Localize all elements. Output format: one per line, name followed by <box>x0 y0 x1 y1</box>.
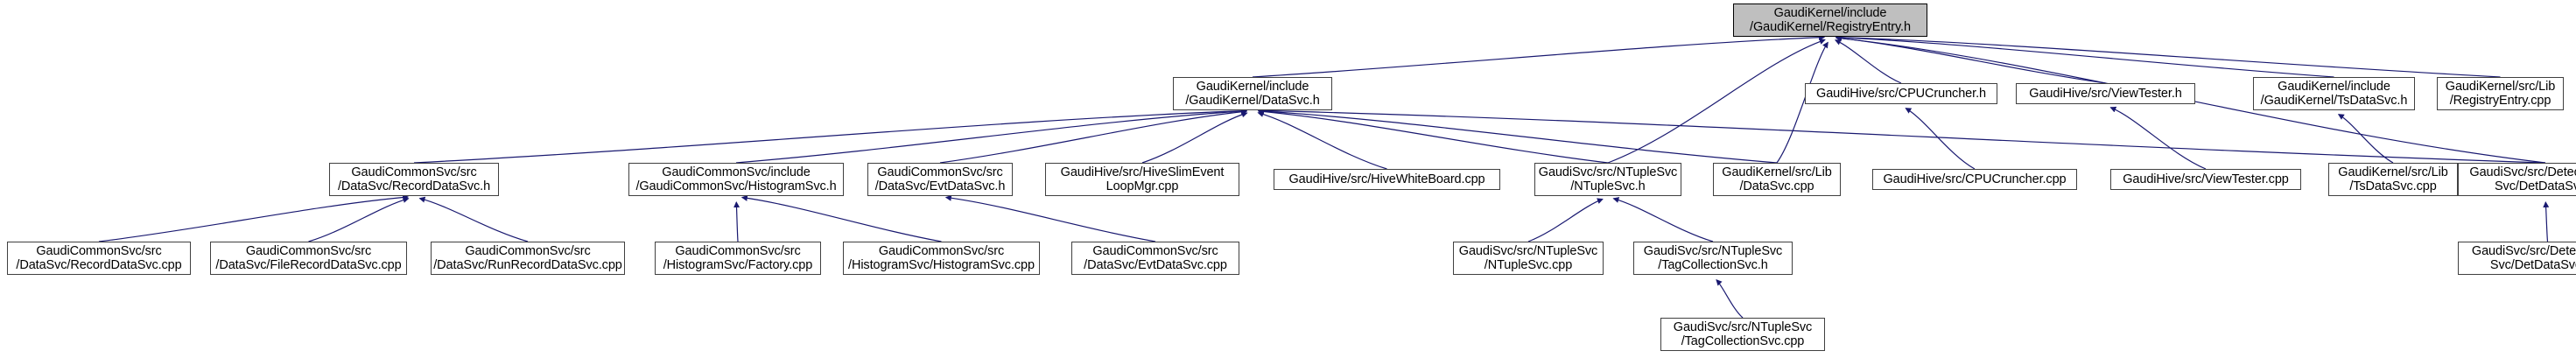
graph-node-label: GaudiKernel/include /GaudiKernel/TsDataS… <box>2260 80 2408 108</box>
graph-node-label: GaudiHive/src/CPUCruncher.h <box>1816 87 1986 101</box>
graph-node[interactable]: GaudiKernel/include /GaudiKernel/TsDataS… <box>2253 77 2415 110</box>
graph-node[interactable]: GaudiKernel/src/Lib /RegistryEntry.cpp <box>2437 77 2564 110</box>
graph-node-label: GaudiHive/src/ViewTester.h <box>2029 87 2182 101</box>
graph-node-label: GaudiCommonSvc/src /DataSvc/EvtDataSvc.c… <box>1084 244 1227 272</box>
graph-node[interactable]: GaudiCommonSvc/src /DataSvc/RunRecordDat… <box>431 242 625 275</box>
graph-node[interactable]: GaudiHive/src/ViewTester.h <box>2016 83 2195 104</box>
graph-node[interactable]: GaudiKernel/src/Lib /TsDataSvc.cpp <box>2328 163 2458 196</box>
graph-node[interactable]: GaudiHive/src/CPUCruncher.h <box>1805 83 1997 104</box>
graph-node-label: GaudiSvc/src/DetectorData Svc/DetDataSvc… <box>2469 165 2576 193</box>
graph-node-label: GaudiHive/src/HiveSlimEvent LoopMgr.cpp <box>1060 165 1225 193</box>
graph-node[interactable]: GaudiKernel/src/Lib /DataSvc.cpp <box>1713 163 1841 196</box>
graph-edge <box>2543 200 2550 242</box>
graph-edge <box>308 197 410 242</box>
graph-node-label: GaudiSvc/src/NTupleSvc /NTupleSvc.cpp <box>1458 244 1598 272</box>
graph-node-label: GaudiHive/src/HiveWhiteBoard.cpp <box>1288 172 1485 186</box>
graph-node-label: GaudiHive/src/CPUCruncher.cpp <box>1883 172 2067 186</box>
graph-edge <box>1252 34 1826 78</box>
graph-node[interactable]: GaudiHive/src/HiveWhiteBoard.cpp <box>1274 169 1500 190</box>
graph-edge <box>939 109 1248 164</box>
graph-node[interactable]: GaudiSvc/src/NTupleSvc /NTupleSvc.cpp <box>1453 242 1604 275</box>
graph-edge <box>741 194 942 242</box>
graph-node[interactable]: GaudiHive/src/ViewTester.cpp <box>2110 169 2301 190</box>
graph-node-label: GaudiCommonSvc/src /HistogramSvc/Histogr… <box>848 244 1035 272</box>
graph-edge <box>1716 279 1744 319</box>
graph-edge <box>944 194 1156 242</box>
graph-edge <box>1257 107 2546 164</box>
graph-edge <box>413 108 1248 164</box>
graph-node[interactable]: GaudiSvc/src/DetectorData Svc/DetDataSvc… <box>2458 242 2576 275</box>
graph-edge <box>1835 34 2501 78</box>
graph-node[interactable]: GaudiSvc/src/NTupleSvc /TagCollectionSvc… <box>1633 242 1793 275</box>
graph-node-label: GaudiSvc/src/NTupleSvc /TagCollectionSvc… <box>1643 244 1783 272</box>
graph-node-label: GaudiCommonSvc/src /DataSvc/EvtDataSvc.h <box>874 165 1006 193</box>
graph-edge <box>1834 39 1902 84</box>
graph-node-label: GaudiCommonSvc/src /DataSvc/RecordDataSv… <box>337 165 491 193</box>
graph-node[interactable]: GaudiCommonSvc/src /HistogramSvc/Factory… <box>655 242 821 275</box>
graph-node[interactable]: GaudiSvc/src/DetectorData Svc/DetDataSvc… <box>2458 163 2576 196</box>
graph-edge <box>1905 108 1976 170</box>
graph-edge <box>1141 111 1248 164</box>
graph-node[interactable]: GaudiSvc/src/NTupleSvc /TagCollectionSvc… <box>1660 318 1825 351</box>
graph-node-label: GaudiCommonSvc/src /HistogramSvc/Factory… <box>663 244 813 272</box>
graph-edge <box>418 196 529 242</box>
graph-edge <box>1607 39 1826 164</box>
graph-node[interactable]: GaudiCommonSvc/src /DataSvc/EvtDataSvc.c… <box>1071 242 1239 275</box>
graph-edge <box>1527 198 1604 242</box>
graph-edge <box>2109 106 2207 170</box>
graph-node[interactable]: GaudiCommonSvc/src /DataSvc/RecordDataSv… <box>329 163 499 196</box>
graph-node[interactable]: GaudiCommonSvc/src /DataSvc/RecordDataSv… <box>7 242 191 275</box>
graph-edge <box>1257 111 1387 170</box>
graph-node-label: GaudiHive/src/ViewTester.cpp <box>2123 172 2289 186</box>
graph-edge <box>1257 108 1778 164</box>
graph-node-label: GaudiSvc/src/NTupleSvc /NTupleSvc.h <box>1538 165 1678 193</box>
graph-node-label: GaudiKernel/include /GaudiKernel/Registr… <box>1750 6 1911 34</box>
graph-node-label: GaudiSvc/src/DetectorData Svc/DetDataSvc… <box>2471 244 2576 272</box>
graph-node[interactable]: GaudiCommonSvc/include /GaudiCommonSvc/H… <box>628 163 844 196</box>
graph-node-label: GaudiKernel/src/Lib /DataSvc.cpp <box>1722 165 1832 193</box>
graph-edge <box>1835 35 2106 84</box>
graph-node[interactable]: GaudiCommonSvc/src /HistogramSvc/Histogr… <box>843 242 1040 275</box>
graph-edge <box>1835 34 2334 78</box>
graph-node-label: GaudiKernel/include /GaudiKernel/DataSvc… <box>1185 80 1320 108</box>
graph-edge <box>735 108 1248 164</box>
graph-edge <box>98 194 410 242</box>
graph-node-label: GaudiCommonSvc/src /DataSvc/FileRecordDa… <box>215 244 402 272</box>
graph-node[interactable]: GaudiHive/src/HiveSlimEvent LoopMgr.cpp <box>1045 163 1239 196</box>
graph-node[interactable]: GaudiHive/src/CPUCruncher.cpp <box>1872 169 2077 190</box>
graph-node[interactable]: GaudiSvc/src/NTupleSvc /NTupleSvc.h <box>1534 163 1681 196</box>
graph-node-label: GaudiCommonSvc/src /DataSvc/RecordDataSv… <box>16 244 182 272</box>
graph-edge <box>2337 114 2394 164</box>
graph-node-label: GaudiCommonSvc/src /DataSvc/RunRecordDat… <box>433 244 622 272</box>
graph-node-label: GaudiSvc/src/NTupleSvc /TagCollectionSvc… <box>1673 320 1813 348</box>
graph-edge <box>733 200 741 242</box>
graph-node[interactable]: GaudiCommonSvc/src /DataSvc/EvtDataSvc.h <box>867 163 1013 196</box>
graph-node-root[interactable]: GaudiKernel/include /GaudiKernel/Registr… <box>1733 4 1927 37</box>
graph-node-label: GaudiKernel/src/Lib /TsDataSvc.cpp <box>2338 165 2448 193</box>
graph-edge <box>1257 109 1609 164</box>
graph-node[interactable]: GaudiCommonSvc/src /DataSvc/FileRecordDa… <box>210 242 407 275</box>
graph-node-label: GaudiCommonSvc/include /GaudiCommonSvc/H… <box>635 165 837 193</box>
graph-edge <box>1612 197 1714 242</box>
graph-node-label: GaudiKernel/src/Lib /RegistryEntry.cpp <box>2445 80 2556 108</box>
graph-node[interactable]: GaudiKernel/include /GaudiKernel/DataSvc… <box>1173 77 1332 110</box>
